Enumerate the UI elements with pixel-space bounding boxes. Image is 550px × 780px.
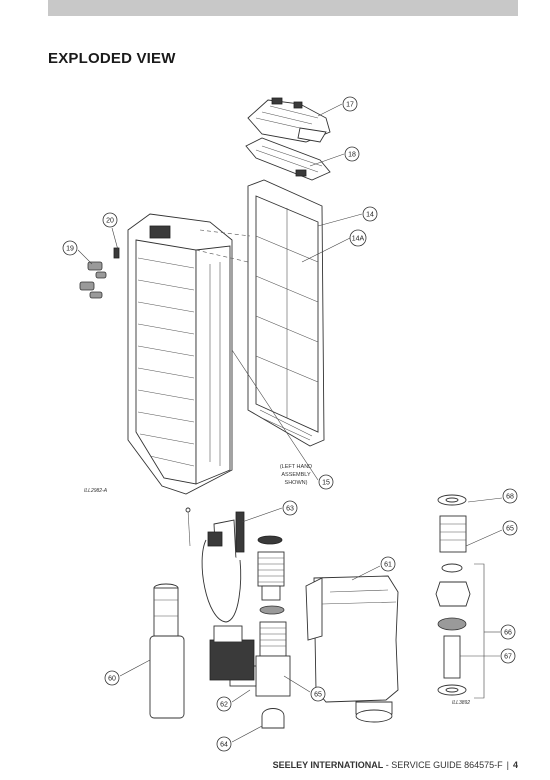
part-18-distributor	[245, 137, 331, 181]
callout-67: 67	[500, 648, 516, 664]
part-60-standpipe	[149, 583, 185, 719]
note-line-1: (LEFT HAND	[280, 464, 312, 470]
svg-text:61: 61	[384, 561, 392, 568]
callout-66: 66	[500, 624, 516, 640]
cabinet-side-panel	[127, 213, 251, 495]
svg-text:68: 68	[506, 493, 514, 500]
ill-code-top: ILL2982-A	[84, 488, 108, 494]
svg-text:18: 18	[348, 151, 356, 158]
callout-68: 68	[502, 488, 518, 504]
callout-61: 61	[380, 556, 396, 572]
note-line-3: SHOWN)	[285, 480, 308, 486]
callout-14a: 14A	[349, 229, 367, 247]
callout-63: 63	[282, 500, 298, 516]
callout-64: 64	[216, 736, 232, 752]
footer-separator: |	[506, 760, 509, 770]
svg-text:65: 65	[506, 525, 514, 532]
svg-text:66: 66	[504, 629, 512, 636]
page-heading: EXPLODED VIEW	[48, 50, 176, 67]
center-pipe-stack	[209, 535, 291, 729]
callout-65-center: 65	[310, 686, 326, 702]
callout-17: 17	[342, 96, 358, 112]
page-footer: SEELEY INTERNATIONAL - SERVICE GUIDE 864…	[273, 760, 518, 770]
callout-60: 60	[104, 670, 120, 686]
svg-text:65: 65	[314, 691, 322, 698]
ill-code-bottom: ILL3892	[452, 700, 470, 706]
callout-14: 14	[362, 206, 378, 222]
svg-text:67: 67	[504, 653, 512, 660]
callout-15: 15	[318, 474, 334, 490]
callout-19: 19	[62, 240, 78, 256]
svg-text:14A: 14A	[352, 235, 365, 242]
svg-text:20: 20	[106, 217, 114, 224]
svg-text:64: 64	[220, 741, 228, 748]
part-14-pad-frame	[247, 179, 325, 447]
footer-brand: SEELEY INTERNATIONAL	[272, 760, 384, 770]
leader-lines	[77, 103, 503, 743]
part-17-manifold	[247, 97, 331, 143]
footer-page-number: 4	[512, 760, 518, 770]
top-grey-bar	[48, 0, 518, 16]
svg-text:15: 15	[322, 479, 330, 486]
footer-guide: - SERVICE GUIDE 864575-F	[383, 760, 503, 770]
part-63-solenoid	[185, 507, 245, 623]
note-line-2: ASSEMBLY	[281, 472, 311, 478]
callout-65-right: 65	[502, 520, 518, 536]
callout-18: 18	[344, 146, 360, 162]
svg-text:62: 62	[220, 701, 228, 708]
right-fittings-stack	[435, 494, 485, 699]
parts-19-20-fittings	[79, 247, 120, 299]
svg-text:14: 14	[366, 211, 374, 218]
svg-text:60: 60	[108, 675, 116, 682]
svg-text:63: 63	[286, 505, 294, 512]
callout-20: 20	[102, 212, 118, 228]
callout-62: 62	[216, 696, 232, 712]
svg-text:17: 17	[346, 101, 354, 108]
svg-text:19: 19	[66, 245, 74, 252]
